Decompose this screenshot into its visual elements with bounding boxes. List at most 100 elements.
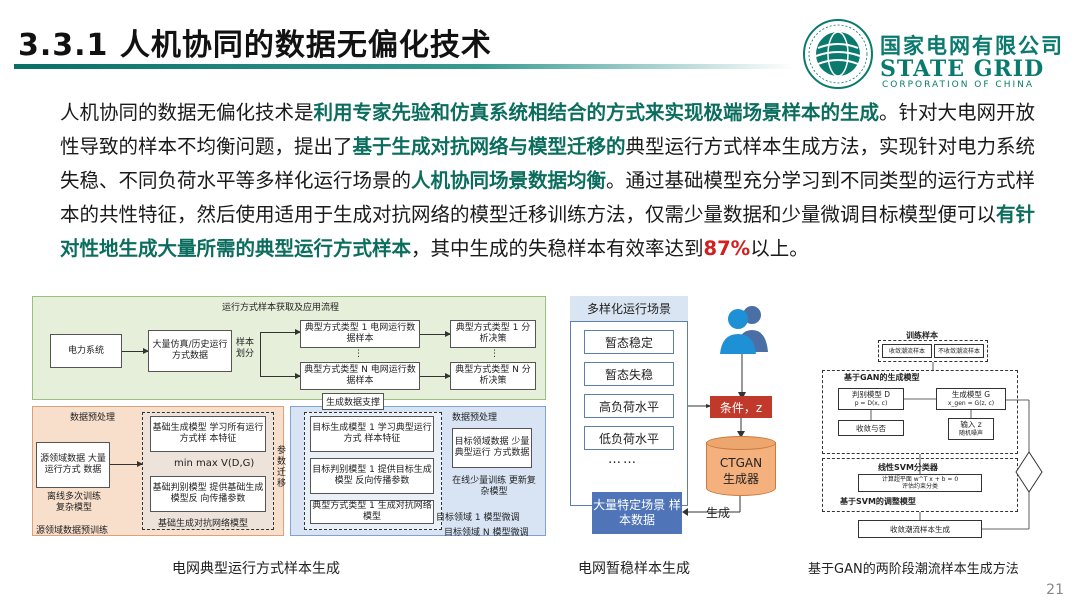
unconverged-sample-box: 不收敛潮流样本 xyxy=(934,344,984,358)
slide-title: 3.3.1 人机协同的数据无偏化技术 xyxy=(18,28,492,63)
sample-division-label: 样本划分 xyxy=(236,338,255,359)
arrow xyxy=(260,373,301,379)
para-text-2: 。针对大电网开放性导致的样本不均衡问题，提出了 xyxy=(60,101,1036,158)
target-data-box: 目标领域数据 少量典型运行 方式数据 xyxy=(452,428,532,468)
ctgan-generator: CTGAN 生成器 xyxy=(706,442,776,496)
minmax-formula: min max V(D,G) xyxy=(174,458,255,469)
svm-box: 计算超平面 w^T x + b = 0 评估约束分类 xyxy=(858,474,982,492)
condition-label: 条件，z xyxy=(710,396,772,418)
diagram-gan-two-stage: 训练样本 收敛潮流样本 不收敛潮流样本 基于GAN的生成模型 判别模型 D p … xyxy=(818,330,1052,542)
arrow xyxy=(110,461,143,467)
scenario-item: 暂态失稳 xyxy=(584,362,674,386)
typeN-decision-box: 典型方式类型 N 分析决策 xyxy=(450,362,536,390)
discriminator-formula: p = D(x, c) xyxy=(854,400,888,407)
svm-label: 线性SVM分类器 xyxy=(878,463,938,472)
type1-data-box: 典型方式类型 1 电网运行数据样本 xyxy=(300,320,420,348)
online-train-label: 在线少量训练 更新复杂模型 xyxy=(452,476,536,497)
acquisition-flow-label: 运行方式样本获取及应用流程 xyxy=(222,303,340,313)
diagram3-connectors xyxy=(870,362,1030,530)
page-number: 21 xyxy=(1046,582,1064,598)
discriminator-box: 判别模型 D p = D(x, c) xyxy=(838,388,904,410)
diagram-transient-stability-samples: 多样化运行场景 暂态稳定 暂态失稳 高负荷水平 低负荷水平 …… 条件，z CT… xyxy=(570,296,820,546)
split-line xyxy=(260,332,261,376)
final-output-box: 收敛潮流样本生成 xyxy=(858,520,982,538)
arrow xyxy=(260,329,301,335)
base-generator-box: 基础生成模型 学习所有运行方式样 本特征 xyxy=(150,416,266,452)
noise-input-box: 输入 z 随机噪声 xyxy=(948,418,994,440)
svm-formula-1: 计算超平面 w^T x + b = 0 xyxy=(881,476,959,483)
para-text-1: 人机协同的数据无偏化技术是 xyxy=(60,101,314,124)
arrow xyxy=(420,373,451,379)
noise-input-label: 输入 z xyxy=(960,420,982,429)
preprocess-label-left: 数据预处理 xyxy=(70,413,116,423)
arrow xyxy=(682,496,741,516)
param-migration-label: 参数迁移 xyxy=(277,446,287,489)
logo-english-name: STATE GRID xyxy=(880,56,1045,82)
logo-chinese-name: 国家电网有限公司 xyxy=(880,34,1064,58)
ctgan-cylinder-top xyxy=(706,436,776,450)
vertical-dots: ⋮ xyxy=(490,349,499,359)
generator-label: 生成模型 G xyxy=(951,390,991,399)
generator-box: 生成模型 G x_gen = G(z, c) xyxy=(936,388,1006,410)
arrow xyxy=(688,404,712,408)
output-samples-box: 大量特定场景 样本数据 xyxy=(592,492,682,534)
train-sample-group xyxy=(878,340,988,362)
stage2-label: 基于SVM的调整模型 xyxy=(840,497,916,506)
target-discriminator-box: 目标判别模型 1 提供目标生成模型 反向传播参数 xyxy=(310,458,434,494)
arrow xyxy=(420,331,451,337)
diagram-typical-operation-samples: 运行方式样本获取及应用流程 电力系统 大量仿真/历史运行方式数据 样本划分 典型… xyxy=(32,296,546,546)
diagram2-caption: 电网暂稳样本生成 xyxy=(578,561,690,577)
body-paragraph: 人机协同的数据无偏化技术是利用专家先验和仿真系统相结合的方式来实现极端场景样本的… xyxy=(60,96,1040,266)
generate-label: 生成 xyxy=(706,506,731,520)
preprocess-label-right: 数据预处理 xyxy=(452,413,498,423)
arrow xyxy=(737,418,745,438)
gen-support-label: 生成数据支撑 xyxy=(322,393,385,410)
target-domain-1-label: 目标领域 1 模型微调 xyxy=(436,513,520,523)
scenario-item: 低负荷水平 xyxy=(584,426,674,450)
discriminator-label: 判别模型 D xyxy=(851,390,891,399)
typeN-data-box: 典型方式类型 N 电网运行数据样本 xyxy=(300,362,420,390)
scenario-more-dots: …… xyxy=(608,452,638,467)
ctgan-label: CTGAN xyxy=(719,456,763,470)
target-type-gan-box: 典型方式类型 1 生成对抗网络模型 xyxy=(310,500,434,524)
base-discriminator-box: 基础判别模型 提供基础生成模型反 向传播参数 xyxy=(150,476,266,512)
stage1-group xyxy=(822,370,1018,454)
target-domain-N-label: 目标领域 N 模型微调 xyxy=(444,528,529,538)
logo-subtitle: CORPORATION OF CHINA xyxy=(882,80,1035,90)
diagram1-caption: 电网典型运行方式样本生成 xyxy=(172,561,340,577)
para-highlight-2: 基于生成对抗网络与模型迁移的 xyxy=(352,135,626,158)
title-underline xyxy=(14,64,794,69)
para-text-4: 。通过基础模型充分学习到不同类型的运行方式样本的共性特征，然后使用适用于生成对抗… xyxy=(60,169,1036,226)
para-text-5: ，其中生成的失稳样本有效率达到 xyxy=(411,237,704,260)
para-text-3: 典型运行方式样本生成方法，实现针对电力系统失稳、不同负荷水平等多样化运行场景的 xyxy=(60,135,1036,192)
converged-sample-box: 收敛潮流样本 xyxy=(882,344,932,358)
offline-train-label: 离线多次训练 复杂模型 xyxy=(46,492,101,513)
svm-formula-2: 评估约束分类 xyxy=(901,483,938,490)
para-highlight-4: 有针对性地生成大量所需的典型运行方式样本 xyxy=(60,203,1036,260)
diagram3-caption: 基于GAN的两阶段潮流样本生成方法 xyxy=(808,562,1019,577)
converge-check-box: 收敛与否 xyxy=(838,420,904,436)
scenario-panel-title: 多样化运行场景 xyxy=(570,296,688,322)
source-pretrain-label: 源领域数据预训练 xyxy=(36,526,109,536)
arrow xyxy=(122,348,149,354)
para-text-6: 以上。 xyxy=(750,237,809,260)
para-highlight-3: 人机协同场景数据均衡 xyxy=(411,169,607,192)
para-percentage: 87% xyxy=(703,237,751,260)
stage1-label: 基于GAN的生成模型 xyxy=(844,373,920,382)
target-generator-box: 目标生成模型 1 学习典型运行方式 样本特征 xyxy=(310,416,434,452)
train-sample-label: 训练样本 xyxy=(906,331,938,340)
user-group-icon xyxy=(720,306,768,354)
noise-label: 随机噪声 xyxy=(958,430,983,437)
type1-decision-box: 典型方式类型 1 分析决策 xyxy=(450,320,536,348)
para-highlight-1: 利用专家先验和仿真系统相结合的方式来实现极端场景样本的生成 xyxy=(313,101,880,124)
source-data-box: 源领域数据 大量运行方式 数据 xyxy=(36,442,110,488)
scenario-item: 暂态稳定 xyxy=(584,330,674,354)
scenario-item: 高负荷水平 xyxy=(584,394,674,418)
ctgan-sublabel: 生成器 xyxy=(722,472,759,486)
sim-data-box: 大量仿真/历史运行方式数据 xyxy=(148,330,232,372)
generator-formula: x_gen = G(z, c) xyxy=(947,400,995,407)
power-system-box: 电力系统 xyxy=(50,334,122,368)
base-gan-label: 基础生成对抗网络模型 xyxy=(158,519,249,529)
state-grid-emblem-icon xyxy=(803,19,873,89)
vertical-dots: ⋮ xyxy=(354,349,363,359)
